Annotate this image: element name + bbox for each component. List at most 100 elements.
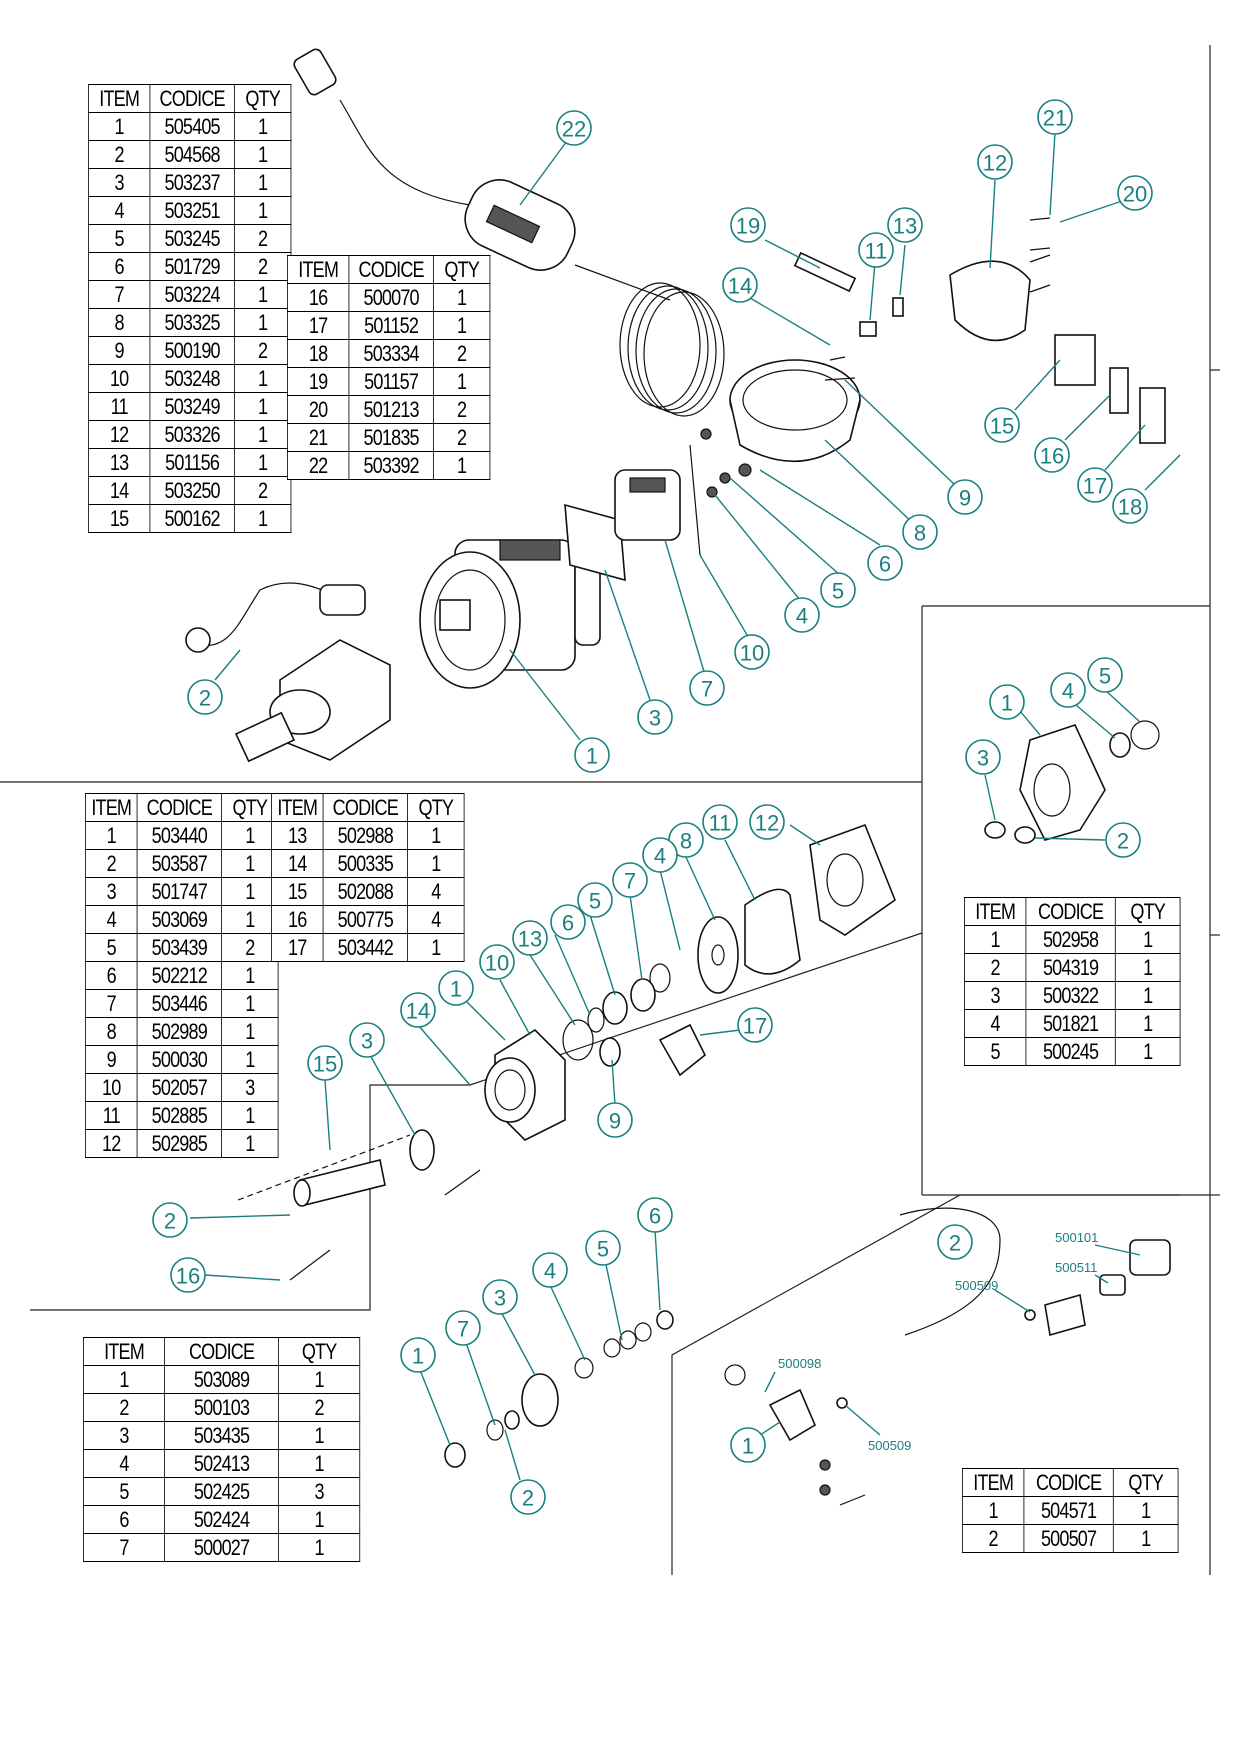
callout: 22 xyxy=(562,117,586,142)
qty-cell: 4 xyxy=(407,877,465,906)
qty-cell: 2 xyxy=(432,423,491,452)
callout: 12 xyxy=(755,811,779,836)
codice-cell: 501747 xyxy=(136,877,222,906)
callout: 19 xyxy=(736,214,760,239)
qty-cell: 4 xyxy=(407,905,465,934)
callout: 21 xyxy=(1043,106,1067,131)
item-cell: 11 xyxy=(85,1101,138,1130)
codice-cell: 503248 xyxy=(149,364,235,393)
callout: 1 xyxy=(412,1344,424,1369)
codice-cell: 503587 xyxy=(136,849,222,878)
codice-cell: 500030 xyxy=(136,1045,222,1074)
callout: 14 xyxy=(406,999,430,1024)
column-header: CODICE xyxy=(164,1337,279,1366)
codice-cell: 500162 xyxy=(149,504,235,533)
item-cell: 6 xyxy=(88,252,151,281)
item-cell: 8 xyxy=(85,1017,138,1046)
qty-cell: 1 xyxy=(233,420,292,449)
item-cell: 13 xyxy=(271,821,324,850)
callouts-gearbox: 11 12 8 4 7 5 6 13 10 1 14 3 15 17 9 2 1… xyxy=(152,804,785,1293)
codice-cell: 503069 xyxy=(136,905,222,934)
codice-cell: 503325 xyxy=(149,308,235,337)
qty-cell: 1 xyxy=(233,140,292,169)
codice-cell: 500027 xyxy=(164,1533,279,1562)
callout: 1 xyxy=(742,1434,754,1459)
item-cell: 5 xyxy=(85,933,138,962)
codice-cell: 503439 xyxy=(136,933,222,962)
codice-cell: 501156 xyxy=(149,448,235,477)
codice-cell: 500335 xyxy=(322,849,408,878)
gear-3 xyxy=(521,1373,559,1427)
qty-cell: 1 xyxy=(233,364,292,393)
item-cell: 12 xyxy=(88,420,151,449)
codice-cell: 500775 xyxy=(322,905,408,934)
callout: 7 xyxy=(457,1317,469,1342)
qty-cell: 1 xyxy=(233,392,292,421)
qty-cell: 1 xyxy=(1114,1037,1181,1066)
qty-cell: 1 xyxy=(233,308,292,337)
qty-cell: 1 xyxy=(233,448,292,477)
qty-cell: 1 xyxy=(221,905,279,934)
callout: 13 xyxy=(518,927,542,952)
qty-cell: 1 xyxy=(432,283,491,312)
item-cell: 2 xyxy=(961,1524,1025,1553)
qty-cell: 2 xyxy=(233,252,292,281)
qty-cell: 1 xyxy=(1114,925,1181,954)
callout: 4 xyxy=(654,844,666,869)
qty-cell: 1 xyxy=(278,1365,361,1394)
motor-body xyxy=(419,539,601,689)
callout: 3 xyxy=(494,1286,506,1311)
callouts-motor: 22 19 11 13 12 21 20 14 15 16 17 18 9 8 … xyxy=(187,99,1153,773)
item-cell: 13 xyxy=(88,448,151,477)
item-cell: 5 xyxy=(88,224,151,253)
callout: 8 xyxy=(680,829,692,854)
item-cell: 4 xyxy=(88,196,151,225)
item-cell: 18 xyxy=(287,339,350,368)
codice-cell: 502985 xyxy=(136,1129,222,1158)
callout: 3 xyxy=(649,706,661,731)
qty-cell: 1 xyxy=(221,821,279,850)
part-code: 500101 xyxy=(1055,1230,1098,1245)
qty-cell: 1 xyxy=(278,1505,361,1534)
qty-cell: 1 xyxy=(233,196,292,225)
codice-cell: 500190 xyxy=(149,336,235,365)
pinion-1 xyxy=(444,1442,466,1468)
item-cell: 1 xyxy=(88,112,151,141)
qty-cell: 3 xyxy=(221,1073,279,1102)
item-cell: 17 xyxy=(271,933,324,962)
codice-cell: 501157 xyxy=(348,367,434,396)
qty-cell: 1 xyxy=(221,961,279,990)
item-cell: 17 xyxy=(287,311,350,340)
column-header: CODICE xyxy=(136,793,222,822)
column-header: QTY xyxy=(278,1337,361,1366)
qty-cell: 1 xyxy=(1112,1496,1179,1525)
qty-cell: 2 xyxy=(233,476,292,505)
callout: 1 xyxy=(1001,691,1013,716)
item-cell: 5 xyxy=(963,1037,1027,1066)
codice-cell: 505405 xyxy=(149,112,235,141)
qty-cell: 2 xyxy=(432,395,491,424)
qty-cell: 2 xyxy=(221,933,279,962)
gear-17 xyxy=(658,1023,707,1077)
item-cell: 9 xyxy=(85,1045,138,1074)
codice-cell: 503089 xyxy=(164,1365,279,1394)
